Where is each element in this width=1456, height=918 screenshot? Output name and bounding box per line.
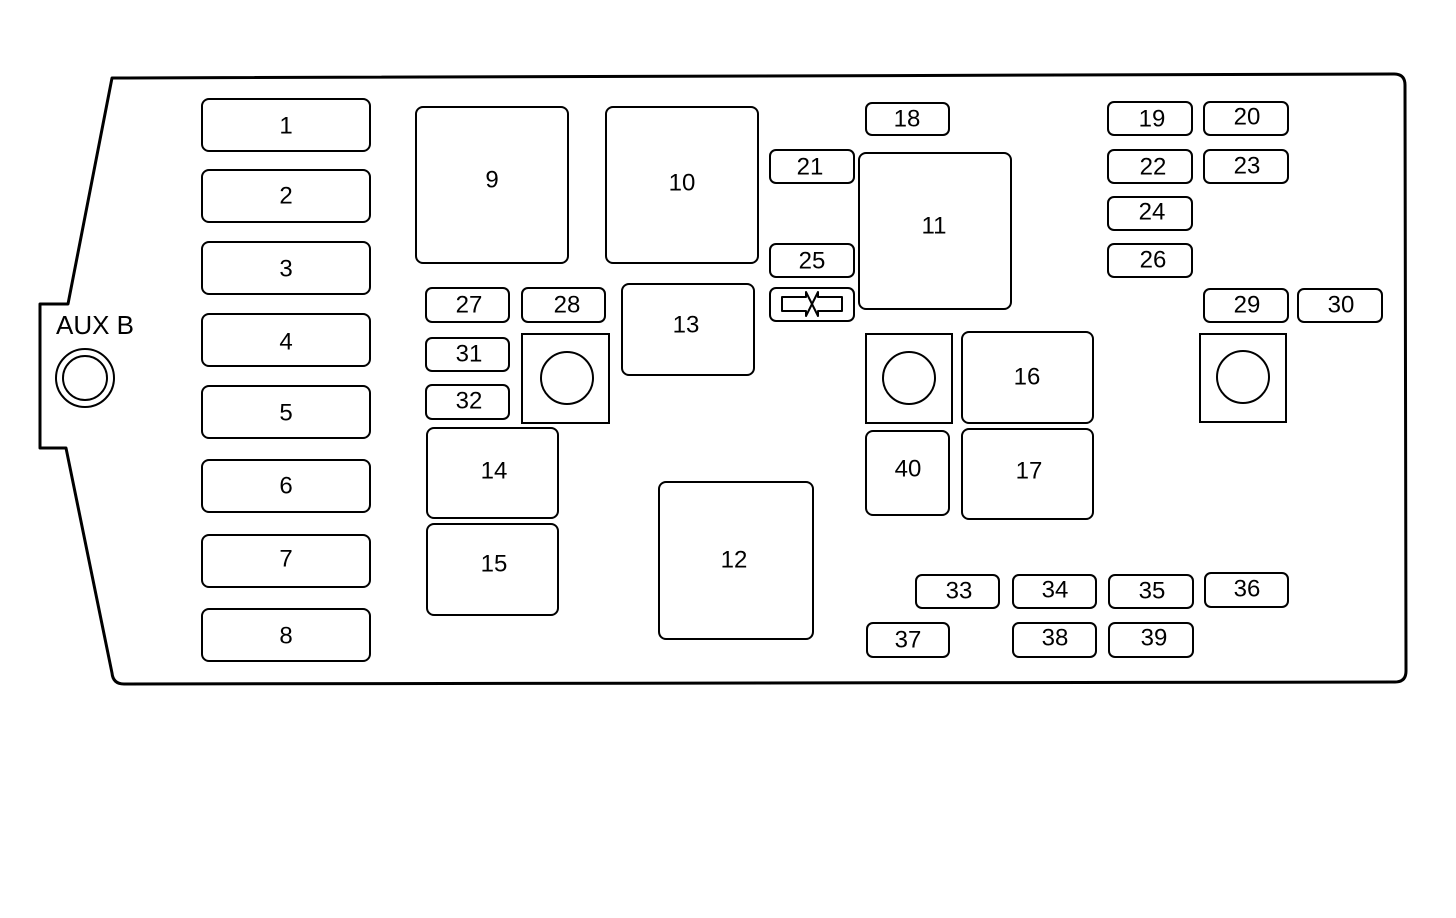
svg-text:11: 11 — [922, 213, 947, 240]
svg-text:19: 19 — [1139, 106, 1166, 133]
fuse-27[interactable]: 27 — [425, 287, 510, 323]
relay-14[interactable]: 14 — [426, 427, 559, 519]
svg-text:29: 29 — [1234, 292, 1261, 319]
fuse-20[interactable]: 20 — [1203, 101, 1289, 136]
fuse-24[interactable]: 24 — [1107, 196, 1193, 231]
fuse-36[interactable]: 36 — [1204, 572, 1289, 608]
svg-text:35: 35 — [1139, 578, 1166, 605]
terminal-stud-icon — [865, 333, 953, 424]
svg-text:13: 13 — [673, 312, 700, 339]
relay-40[interactable]: 40 — [865, 430, 950, 516]
fuse-35[interactable]: 35 — [1108, 574, 1194, 609]
svg-text:4: 4 — [279, 329, 292, 356]
svg-text:37: 37 — [895, 627, 922, 654]
svg-text:8: 8 — [279, 623, 292, 650]
svg-text:6: 6 — [279, 473, 292, 500]
relay-11[interactable]: 11 — [858, 152, 1012, 310]
terminal-stud-icon — [521, 333, 610, 424]
fuse-34[interactable]: 34 — [1012, 574, 1097, 609]
svg-text:2: 2 — [279, 183, 292, 210]
svg-text:34: 34 — [1042, 577, 1069, 604]
fuse-puller-icon — [769, 287, 855, 322]
svg-text:33: 33 — [946, 578, 973, 605]
fuse-5[interactable]: 5 — [201, 385, 371, 439]
svg-text:25: 25 — [799, 248, 826, 275]
fuse-31[interactable]: 31 — [425, 337, 510, 372]
relay-9[interactable]: 9 — [415, 106, 569, 264]
svg-text:7: 7 — [279, 546, 292, 573]
fuse-3[interactable]: 3 — [201, 241, 371, 295]
svg-text:24: 24 — [1139, 199, 1166, 226]
fuse-25[interactable]: 25 — [769, 243, 855, 278]
fuse-19[interactable]: 19 — [1107, 101, 1193, 136]
svg-text:5: 5 — [279, 400, 292, 427]
aux-b-terminal — [55, 348, 115, 408]
svg-text:18: 18 — [894, 106, 921, 133]
aux-b-label: AUX B — [56, 310, 134, 340]
svg-text:31: 31 — [456, 341, 483, 368]
svg-text:40: 40 — [895, 456, 922, 483]
svg-text:17: 17 — [1016, 458, 1043, 485]
fuse-28[interactable]: 28 — [521, 287, 606, 323]
svg-text:27: 27 — [456, 292, 483, 319]
fuse-22[interactable]: 22 — [1107, 149, 1193, 184]
svg-text:26: 26 — [1140, 247, 1167, 274]
fuse-1[interactable]: 1 — [201, 98, 371, 152]
panel-outline — [38, 72, 1408, 686]
terminal-stud-icon — [1199, 333, 1287, 423]
relay-10[interactable]: 10 — [605, 106, 759, 264]
svg-text:38: 38 — [1042, 625, 1069, 652]
svg-text:23: 23 — [1234, 153, 1261, 180]
relay-17[interactable]: 17 — [961, 428, 1094, 520]
svg-text:22: 22 — [1140, 154, 1167, 181]
fuse-26[interactable]: 26 — [1107, 243, 1193, 278]
svg-text:15: 15 — [481, 551, 508, 578]
svg-text:21: 21 — [797, 154, 824, 181]
relay-12[interactable]: 12 — [658, 481, 814, 640]
svg-text:28: 28 — [554, 292, 581, 319]
fuse-33[interactable]: 33 — [915, 574, 1000, 609]
svg-text:20: 20 — [1234, 104, 1261, 131]
svg-text:14: 14 — [481, 458, 508, 485]
fuse-2[interactable]: 2 — [201, 169, 371, 223]
svg-text:36: 36 — [1234, 576, 1261, 603]
fuse-32[interactable]: 32 — [425, 384, 510, 420]
relay-15[interactable]: 15 — [426, 523, 559, 616]
fuse-4[interactable]: 4 — [201, 313, 371, 367]
svg-text:32: 32 — [456, 388, 483, 415]
svg-text:1: 1 — [279, 113, 292, 140]
fuse-8[interactable]: 8 — [201, 608, 371, 662]
relay-16[interactable]: 16 — [961, 331, 1094, 424]
fuse-39[interactable]: 39 — [1108, 622, 1194, 658]
fuse-30[interactable]: 30 — [1297, 288, 1383, 323]
svg-text:9: 9 — [485, 167, 498, 194]
relay-13[interactable]: 13 — [621, 283, 755, 376]
fuse-37[interactable]: 37 — [866, 622, 950, 658]
svg-text:3: 3 — [279, 256, 292, 283]
svg-text:30: 30 — [1328, 292, 1355, 319]
fuse-7[interactable]: 7 — [201, 534, 371, 588]
fuse-6[interactable]: 6 — [201, 459, 371, 513]
fuse-38[interactable]: 38 — [1012, 622, 1097, 658]
fuse-23[interactable]: 23 — [1203, 149, 1289, 184]
fuse-29[interactable]: 29 — [1203, 288, 1289, 323]
svg-text:12: 12 — [721, 547, 748, 574]
svg-text:39: 39 — [1141, 625, 1168, 652]
fuse-21[interactable]: 21 — [769, 149, 855, 184]
svg-text:10: 10 — [669, 170, 696, 197]
fuse-18[interactable]: 18 — [865, 102, 950, 136]
svg-text:16: 16 — [1014, 364, 1041, 391]
